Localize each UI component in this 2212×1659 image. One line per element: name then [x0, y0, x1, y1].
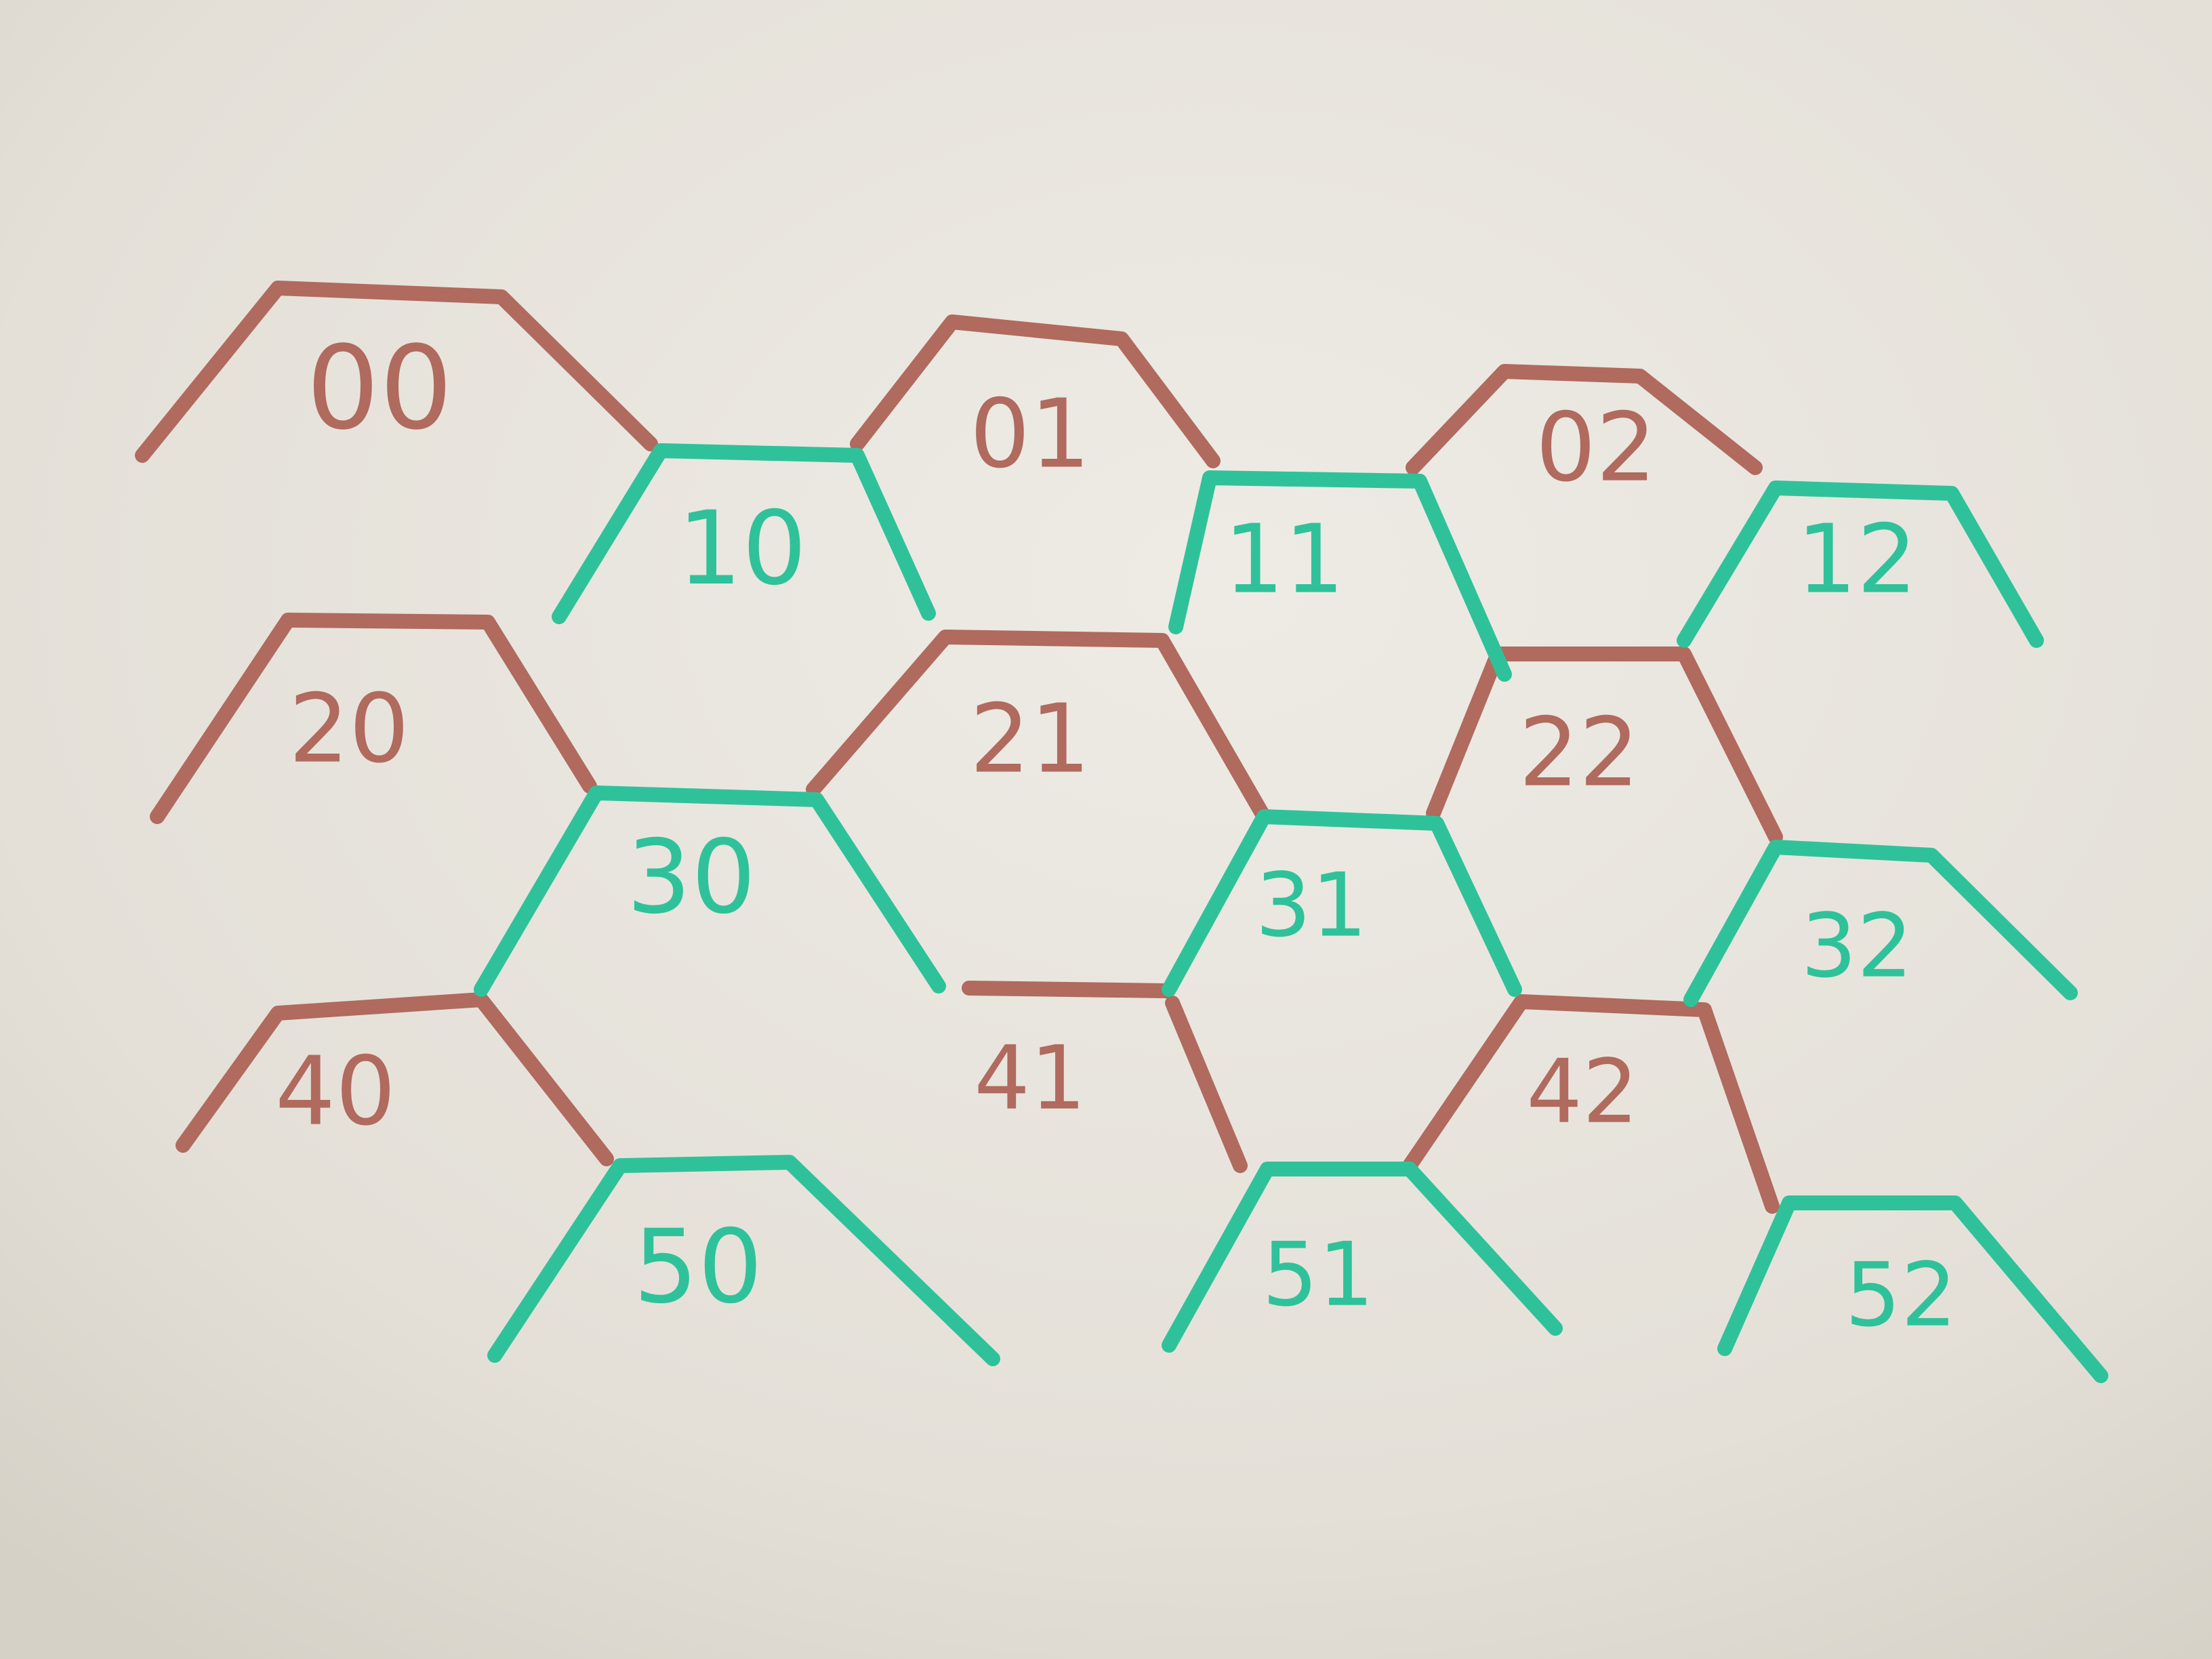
hex-label-50: 50: [634, 1208, 763, 1326]
hex-outline-01: [850, 314, 1221, 468]
hex-label-31: 31: [1255, 854, 1367, 957]
hex-label-01: 01: [970, 380, 1090, 490]
hex-outline-32: [1683, 840, 2078, 1007]
hex-outline-20: [150, 613, 597, 824]
hex-outline-00: [135, 281, 658, 463]
hex-outline-41-right: [1165, 996, 1248, 1173]
hex-labels: 00 01 02 10 11 12 20 21 22 30 31 32 40 4…: [275, 321, 1957, 1346]
hex-outline-52: [1717, 1195, 2108, 1383]
hex-label-32: 32: [1801, 895, 1912, 998]
hex-label-02: 02: [1536, 393, 1656, 504]
hex-outline-42: [1402, 994, 1780, 1214]
hex-outline-21: [806, 630, 1271, 824]
hex-outline-11: [1168, 470, 1512, 682]
hex-outline-02: [1406, 364, 1763, 475]
hex-outline-30: [474, 785, 946, 997]
hex-label-12: 12: [1797, 505, 1917, 615]
hex-outline-50: [487, 1155, 1000, 1366]
hex-label-41: 41: [974, 1027, 1086, 1130]
hex-label-20: 20: [289, 674, 409, 785]
hex-label-42: 42: [1526, 1040, 1638, 1143]
hex-label-30: 30: [627, 819, 756, 937]
hex-outline-51: [1162, 1162, 1563, 1353]
hex-label-22: 22: [1519, 698, 1639, 808]
hex-outline-41: [962, 981, 1173, 998]
hex-label-00: 00: [306, 321, 453, 455]
hex-outline-31: [1162, 809, 1522, 997]
hex-outline-22: [1426, 647, 1783, 844]
red-marker-strokes: [135, 281, 1783, 1214]
hex-outline-10: [552, 443, 936, 624]
hex-label-10: 10: [678, 490, 807, 608]
hex-label-21: 21: [970, 684, 1090, 795]
hex-label-51: 51: [1262, 1223, 1374, 1326]
hex-label-52: 52: [1845, 1244, 1957, 1347]
teal-marker-strokes: [474, 443, 2108, 1383]
hex-outline-12: [1677, 480, 2044, 648]
hex-outline-40: [176, 992, 614, 1166]
hex-label-40: 40: [275, 1037, 396, 1147]
hex-label-11: 11: [1224, 505, 1345, 615]
